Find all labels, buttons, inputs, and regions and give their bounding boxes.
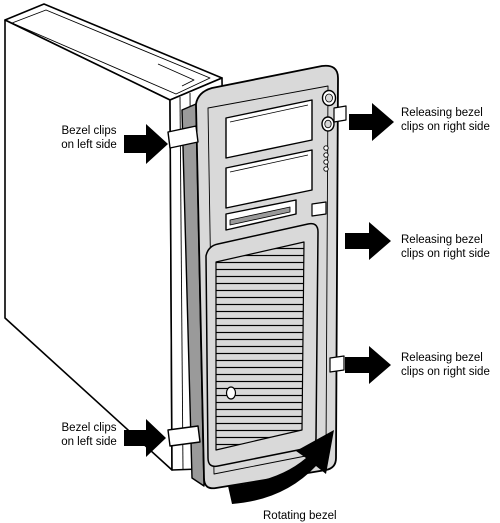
label-right-clips-3: Releasing bezel clips on right side	[401, 351, 490, 379]
right-clip-bottom	[329, 355, 345, 373]
label-line: Releasing bezel	[401, 107, 483, 119]
arrow-right-icon-right-1	[349, 103, 394, 141]
label-line: Bezel clips	[61, 125, 117, 137]
label-line: Bezel clips	[61, 422, 117, 434]
label-line: clips on right side	[401, 366, 490, 378]
label-line: Rotating bezel	[263, 510, 337, 522]
vent-grille	[215, 241, 305, 451]
drive-bay-2	[225, 149, 313, 209]
bezel-side-edge	[181, 103, 205, 487]
arrows	[124, 103, 394, 504]
label-right-clips-1: Releasing bezel clips on right side	[401, 106, 490, 134]
label-line: clips on right side	[401, 248, 490, 260]
front-bezel	[167, 64, 347, 490]
arrow-right-icon-left-bottom	[124, 419, 166, 457]
arrow-right-icon-left-top	[124, 124, 168, 164]
label-line: Releasing bezel	[401, 352, 483, 364]
right-clip-top	[333, 105, 347, 123]
drive-bay-1	[225, 99, 313, 159]
label-left-clips-bottom: Bezel clips on left side	[52, 421, 126, 449]
label-line: on left side	[61, 436, 117, 448]
label-line: clips on right side	[401, 121, 490, 133]
label-left-clips-top: Bezel clips on left side	[52, 124, 126, 152]
curved-arrow-icon	[228, 430, 334, 504]
left-clip-bottom	[167, 425, 201, 447]
label-line: on left side	[61, 139, 117, 151]
door-latch	[225, 386, 237, 400]
right-clip-middle	[311, 201, 327, 217]
label-line: Releasing bezel	[401, 234, 483, 246]
chassis-top-groove	[11, 9, 211, 95]
label-rotating-bezel: Rotating bezel	[263, 509, 337, 523]
arrow-right-icon-right-3	[345, 346, 391, 384]
left-clip-top	[167, 125, 199, 149]
arrow-right-icon-right-2	[345, 222, 391, 260]
status-leds	[323, 145, 329, 172]
label-right-clips-2: Releasing bezel clips on right side	[401, 233, 490, 261]
